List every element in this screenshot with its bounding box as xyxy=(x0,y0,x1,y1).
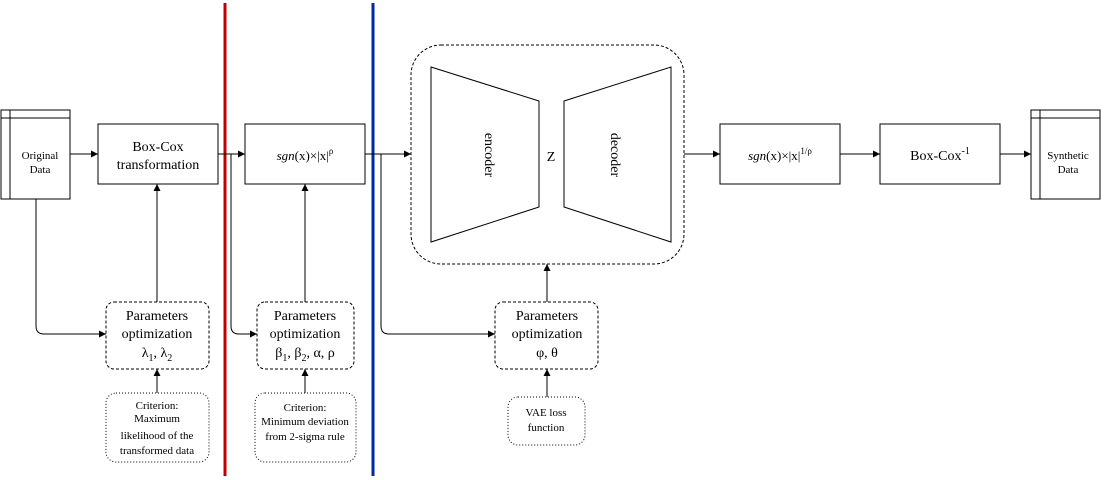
boxcox-node: Box-Cox transformation xyxy=(97,123,219,185)
boxcox-label-2: transformation xyxy=(117,158,199,173)
criterion-2-line-2: Minimum deviation xyxy=(261,416,349,428)
criterion-3-line-2: function xyxy=(528,422,565,434)
criterion-1-line-4: transformed data xyxy=(120,445,194,457)
decoder-label: decoder xyxy=(607,133,622,178)
params-optimization-3: Parameters optimization φ, θ xyxy=(494,301,599,370)
synthetic-data-node: Synthetic Data xyxy=(1030,109,1101,200)
encoder-label: encoder xyxy=(481,133,496,178)
criterion-1-line-1: Criterion: xyxy=(136,400,179,412)
original-data-label-1: Original xyxy=(22,150,59,162)
inverse-boxcox-label: Box-Cox-1 xyxy=(910,146,970,164)
params-optimization-1: Parameters optimization λ1, λ2 xyxy=(105,301,210,370)
criterion-2: Criterion: Minimum deviation from 2-sigm… xyxy=(254,392,357,463)
original-data-node: Original Data xyxy=(0,109,71,200)
arrow-data-to-params-1 xyxy=(35,199,106,338)
params-3-line-1: Parameters xyxy=(516,309,578,324)
params-1-symbols: λ1, λ2 xyxy=(142,346,173,364)
criterion-1: Criterion: Maximum likelihood of the tra… xyxy=(105,392,210,463)
decoder-node: decoder xyxy=(563,66,672,243)
params-3-line-3: φ, θ xyxy=(536,346,558,361)
criterion-1-line-3: likelihood of the xyxy=(121,430,194,442)
synthetic-data-label-1: Synthetic xyxy=(1047,150,1089,162)
criterion-2-line-1: Criterion: xyxy=(284,402,327,414)
params-2-line-2: optimization xyxy=(270,327,341,342)
power-transform-label: sgn(x)×|x|ρ xyxy=(277,146,334,163)
synthetic-data-label-2: Data xyxy=(1058,164,1079,176)
params-optimization-2: Parameters optimization β1, β2, α, ρ xyxy=(256,301,355,370)
params-1-line-2: optimization xyxy=(122,327,193,342)
criterion-2-line-3: from 2-sigma rule xyxy=(265,431,345,443)
arrow-power-out-to-params-3 xyxy=(380,154,495,338)
power-transform-node: sgn(x)×|x|ρ xyxy=(244,123,366,185)
criterion-3-line-1: VAE loss xyxy=(525,407,566,419)
params-2-symbols: β1, β2, α, ρ xyxy=(275,346,335,364)
encoder-node: encoder xyxy=(430,66,540,243)
inverse-power-label: sgn(x)×|x|1/ρ xyxy=(748,146,812,163)
inverse-power-node: sgn(x)×|x|1/ρ xyxy=(719,123,841,185)
original-data-label-2: Data xyxy=(30,164,51,176)
params-1-line-1: Parameters xyxy=(126,309,188,324)
inverse-boxcox-node: Box-Cox-1 xyxy=(879,123,1001,185)
latent-z-label: Z xyxy=(547,150,556,165)
criterion-3: VAE loss function xyxy=(507,396,586,446)
criterion-1-line-2: Maximum xyxy=(134,413,180,425)
params-2-line-1: Parameters xyxy=(274,309,336,324)
arrow-boxcox-out-to-params-2 xyxy=(230,154,257,338)
boxcox-label-1: Box-Cox xyxy=(132,140,183,155)
params-3-line-2: optimization xyxy=(512,327,583,342)
